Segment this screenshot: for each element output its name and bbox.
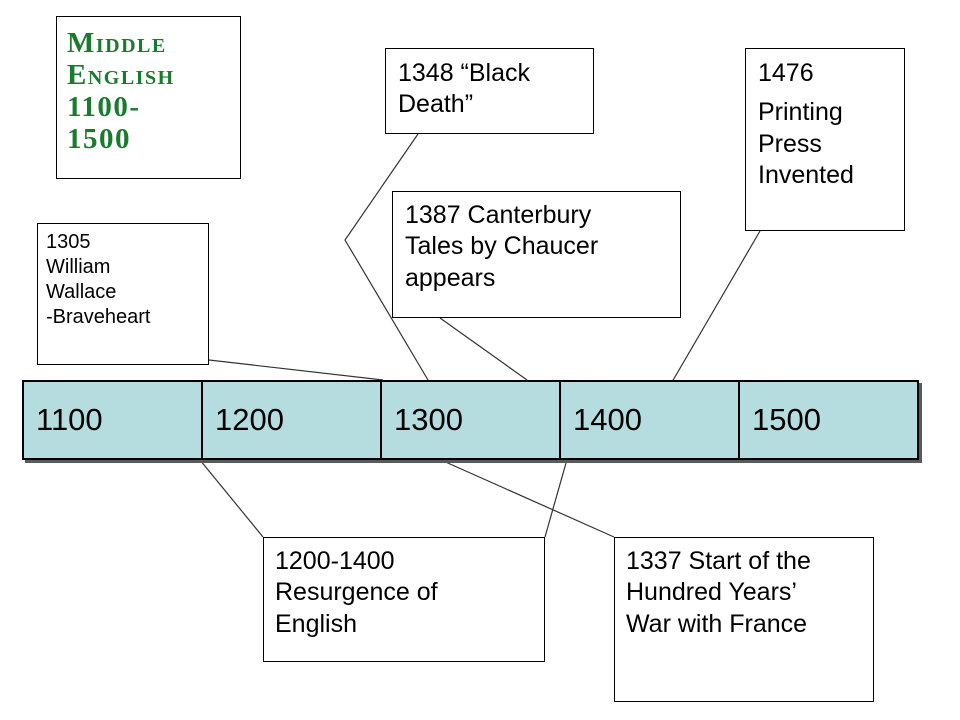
connector-1387 [439, 317, 528, 381]
event-text: Wallace [46, 281, 117, 303]
event-text: Invented [758, 160, 854, 189]
timeline-year-1500: 1500 [752, 402, 821, 437]
connector-1348 [344, 133, 429, 381]
event-text: -Braveheart [46, 306, 151, 328]
event-text: William [46, 256, 111, 278]
event-1337-hundred-years-war: 1337 Start of the Hundred Years’ War wit… [614, 537, 874, 702]
event-text: 1348 “Black [398, 59, 531, 87]
event-year: 1476 [758, 59, 814, 87]
event-text: 1200-1400 [275, 547, 395, 575]
title-line: 1100- [67, 91, 141, 123]
title-line: English [67, 59, 175, 91]
event-text: English [275, 609, 357, 638]
timeline-bar: 1100 1200 1300 1400 1500 [22, 380, 919, 460]
timeline-year-1200: 1200 [203, 382, 382, 458]
event-text: Printing [758, 98, 843, 127]
title-line: 1500 [67, 123, 131, 155]
event-1305-william-wallace: 1305 William Wallace -Braveheart [37, 223, 209, 365]
event-text: 1387 Canterbury [405, 201, 592, 229]
event-text: Tales by Chaucer [405, 232, 599, 261]
event-1476-printing-press: 1476 Printing Press Invented [745, 48, 905, 231]
event-1387-canterbury-tales: 1387 Canterbury Tales by Chaucer appears [392, 191, 681, 318]
connector-1476 [671, 230, 761, 383]
event-text: Resurgence of [275, 578, 438, 607]
event-text: 1305 [46, 231, 91, 253]
title-box: Middle English 1100- 1500 [56, 16, 241, 179]
connector-1200-1400-left [199, 459, 264, 538]
event-1348-black-death: 1348 “Black Death” [385, 48, 594, 134]
connector-1305 [208, 359, 384, 381]
title-line: Middle [67, 27, 167, 59]
event-text: War with France [626, 609, 808, 638]
event-text: Press [758, 129, 822, 158]
timeline-year-1400: 1400 [561, 382, 740, 458]
event-text: Hundred Years’ [626, 578, 797, 607]
timeline-year-1300: 1300 [382, 382, 561, 458]
connector-1337 [431, 455, 615, 538]
event-text: Death” [398, 90, 474, 119]
connector-1200-1400-right [544, 455, 569, 538]
timeline-year-1100: 1100 [24, 382, 203, 458]
event-text: 1337 Start of the [626, 547, 811, 575]
event-text: appears [405, 263, 496, 292]
event-1200-1400-resurgence-of-english: 1200-1400 Resurgence of English [263, 537, 545, 662]
